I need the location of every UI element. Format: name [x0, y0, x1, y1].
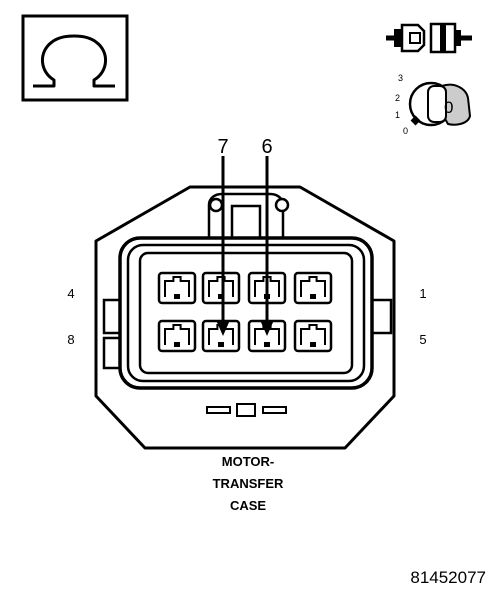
connector-caption: MOTOR- TRANSFER CASE: [213, 454, 284, 513]
caption-line-1: MOTOR-: [222, 454, 274, 469]
figure-id: 81452077: [410, 568, 486, 587]
ohm-meter-icon: [21, 14, 129, 102]
ignition-key-off-icon: 3 2 1 0 0: [395, 73, 472, 136]
cavity-label-1: 1: [419, 286, 426, 301]
terminal-cavity: [157, 319, 197, 353]
disconnected-connector-icon: [386, 22, 472, 54]
terminal-cavity: [201, 271, 241, 305]
cavity-label-5: 5: [419, 332, 426, 347]
terminal-cavity: [293, 271, 333, 305]
ignition-key-label: 0: [444, 98, 453, 117]
caption-line-2: TRANSFER: [213, 476, 284, 491]
terminal-cavity: [157, 271, 197, 305]
terminal-cavity: [293, 319, 333, 353]
ignition-position-3: 3: [398, 73, 403, 83]
ignition-position-1: 1: [395, 110, 400, 120]
cavity-label-4: 4: [67, 286, 74, 301]
callout-pin-6: 6: [261, 136, 272, 158]
callout-pin-7: 7: [217, 136, 228, 158]
ignition-position-2: 2: [395, 93, 400, 103]
caption-line-3: CASE: [230, 498, 266, 513]
probe-arrow-pin-7: [216, 156, 230, 336]
connector-face: [94, 185, 396, 450]
cavity-label-8: 8: [67, 332, 74, 347]
ignition-position-0: 0: [403, 126, 408, 136]
probe-arrow-pin-6: [260, 156, 274, 336]
